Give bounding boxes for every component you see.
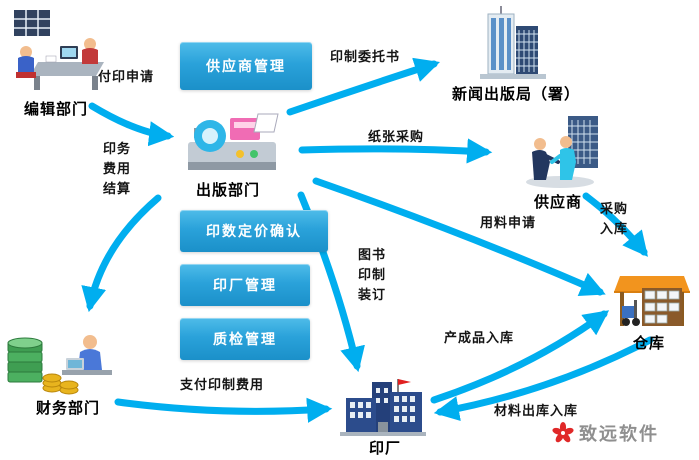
process-box-print-qty-price-confirm: 印数定价确认 — [180, 210, 328, 252]
process-box-quality-management: 质检管理 — [180, 318, 310, 360]
supplier-label: 供应商 — [534, 193, 583, 211]
warehouse-label: 仓库 — [633, 334, 666, 352]
process-box-factory-management: 印厂管理 — [180, 264, 310, 306]
publishing-department-label: 出版部门 — [196, 181, 261, 199]
brand-watermark-text: 致远软件 — [579, 424, 659, 445]
publishing-department-icon — [188, 113, 279, 170]
edge-label-print-fee-settlement: 印务费用结算 — [103, 142, 132, 198]
edge-label-pay-print-fee: 支付印制费用 — [180, 378, 265, 393]
edge-label-material-request: 用料申请 — [480, 216, 537, 231]
editorial-department-icon — [14, 10, 104, 90]
process-box-supplier-management: 供应商管理 — [180, 42, 312, 90]
press-bureau-label: 新闻出版局（署） — [452, 85, 581, 103]
edge-label-book-print-binding: 图书印制装订 — [358, 248, 387, 304]
finance-department-icon — [7, 335, 112, 395]
supplier-icon — [526, 116, 598, 188]
brand-pinwheel-logo-icon — [552, 422, 574, 443]
arrow-finance-to-factory — [114, 397, 333, 423]
print-factory-label: 印厂 — [369, 439, 402, 457]
edge-label-print-request: 付印申请 — [98, 70, 155, 85]
edge-label-finished-goods-inbound: 产成品入库 — [444, 331, 515, 346]
arrow-editorial-to-publishing — [88, 102, 175, 147]
finance-department-label: 财务部门 — [36, 399, 101, 417]
edge-label-paper-purchase: 纸张采购 — [368, 130, 425, 145]
edge-label-print-commission: 印制委托书 — [330, 50, 401, 65]
edge-label-material-outbound-inbound: 材料出库入库 — [494, 404, 579, 419]
press-bureau-icon — [480, 6, 546, 79]
print-factory-icon — [340, 379, 426, 436]
editorial-department-label: 编辑部门 — [24, 100, 89, 118]
arrow-publishing-to-finance — [81, 194, 162, 313]
brand-watermark: 致远软件 — [552, 420, 659, 446]
arrow-publishing-to-supplier — [298, 138, 493, 164]
warehouse-icon — [614, 276, 690, 326]
edge-label-purchase-inbound: 采购入库 — [600, 202, 629, 238]
